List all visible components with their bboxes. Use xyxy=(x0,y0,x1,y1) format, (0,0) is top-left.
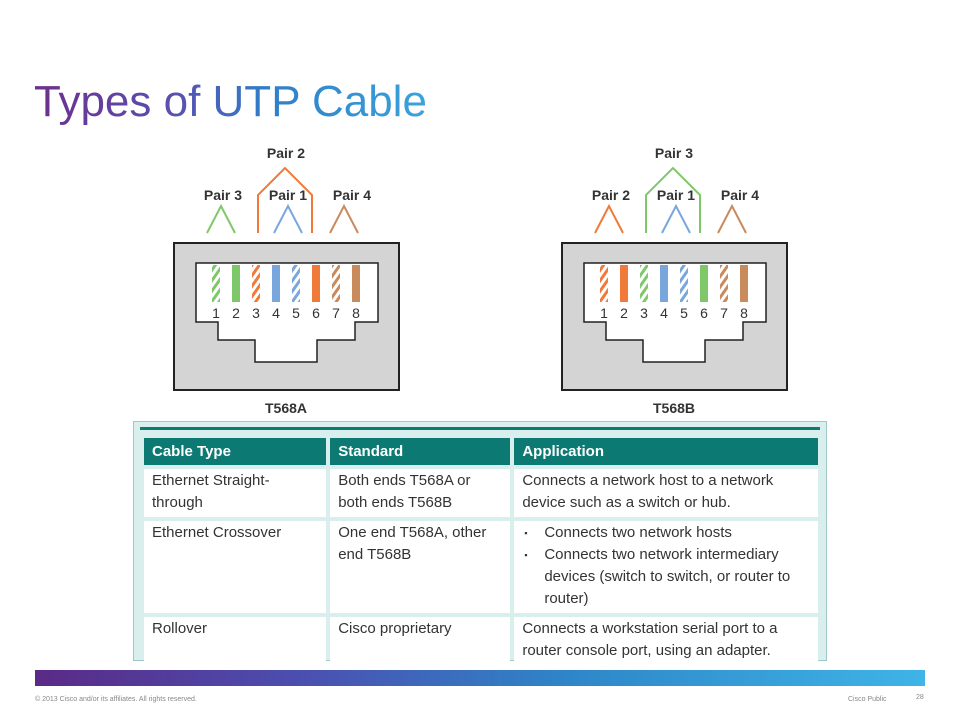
cell-standard: One end T568A, other end T568B xyxy=(330,521,511,613)
connector-t568b: Pair 3 Pair 2 Pair 1 Pair 4 1 2 3 4 5 6 … xyxy=(561,145,788,416)
bullet-item: Connects two network intermediary device… xyxy=(522,544,810,610)
pin-7: 7 xyxy=(332,305,340,321)
pair-label-top: Pair 2 xyxy=(267,145,305,161)
connector-t568a: Pair 2 Pair 3 Pair 1 Pair 4 1 2 3 4 5 6 … xyxy=(173,145,400,416)
pair-3-line xyxy=(206,203,236,234)
wire-stripe-3 xyxy=(640,265,648,302)
table-row: Ethernet Straight-through Both ends T568… xyxy=(144,469,818,517)
pin-4: 4 xyxy=(272,305,280,321)
cell-application: Connects a network host to a network dev… xyxy=(514,469,818,517)
wire-stripe-1 xyxy=(212,265,220,302)
pin-5: 5 xyxy=(292,305,300,321)
wire-stripe-1 xyxy=(600,265,608,302)
cable-table: Cable Type Standard Application Ethernet… xyxy=(140,434,822,669)
page-number: 28 xyxy=(916,694,924,701)
application-bullets: Connects two network hosts Connects two … xyxy=(522,522,810,610)
pin-4: 4 xyxy=(660,305,668,321)
pin-3: 3 xyxy=(252,305,260,321)
cell-cable-type: Ethernet Straight-through xyxy=(144,469,327,517)
wire-stripe-5 xyxy=(292,265,300,302)
rj45-pinout-diagram: Pair 2 Pair 3 Pair 1 Pair 4 1 2 3 4 5 6 … xyxy=(173,145,788,416)
wire-pin-6 xyxy=(700,265,708,302)
page-title: Types of UTP Cable xyxy=(34,72,427,132)
header-application: Application xyxy=(514,438,818,465)
pin-numbers: 1 2 3 4 5 6 7 8 xyxy=(212,305,360,321)
pair-2-line xyxy=(594,203,624,234)
table-row: Ethernet Crossover One end T568A, other … xyxy=(144,521,818,613)
wire-pin-8 xyxy=(740,265,748,302)
pin-6: 6 xyxy=(312,305,320,321)
header-cable-type: Cable Type xyxy=(144,438,327,465)
pair-4-line xyxy=(329,203,359,234)
pair-label-right: Pair 4 xyxy=(721,187,759,203)
pin-3: 3 xyxy=(640,305,648,321)
pin-2: 2 xyxy=(620,305,628,321)
pair-label-center: Pair 1 xyxy=(269,187,307,203)
pair-4-line xyxy=(717,203,747,234)
cell-standard: Both ends T568A or both ends T568B xyxy=(330,469,511,517)
wire-pin-2 xyxy=(620,265,628,302)
pin-5: 5 xyxy=(680,305,688,321)
wire-pin-6 xyxy=(312,265,320,302)
table-row: Rollover Cisco proprietary Connects a wo… xyxy=(144,617,818,665)
standard-label: T568A xyxy=(265,400,307,416)
wire-pin-8 xyxy=(352,265,360,302)
pair-2-line xyxy=(257,166,313,233)
wire-pin-4 xyxy=(272,265,280,302)
footer-gradient-bar xyxy=(35,670,925,686)
cell-application: Connects a workstation serial port to a … xyxy=(514,617,818,665)
wire-pin-4 xyxy=(660,265,668,302)
wire-stripe-5 xyxy=(680,265,688,302)
pin-1: 1 xyxy=(600,305,608,321)
classification-text: Cisco Public xyxy=(848,696,887,703)
wire-pin-2 xyxy=(232,265,240,302)
pin-numbers: 1 2 3 4 5 6 7 8 xyxy=(600,305,748,321)
pair-1-line xyxy=(273,203,303,234)
pair-3-line xyxy=(645,166,701,233)
pair-1-line xyxy=(661,203,691,234)
header-standard: Standard xyxy=(330,438,511,465)
pin-7: 7 xyxy=(720,305,728,321)
bullet-item: Connects two network hosts xyxy=(522,522,810,544)
pin-2: 2 xyxy=(232,305,240,321)
standard-label: T568B xyxy=(653,400,695,416)
cell-cable-type: Rollover xyxy=(144,617,327,665)
pair-label-right: Pair 4 xyxy=(333,187,371,203)
pair-label-left: Pair 3 xyxy=(204,187,242,203)
copyright-text: © 2013 Cisco and/or its affiliates. All … xyxy=(35,696,197,703)
wire-stripe-7 xyxy=(720,265,728,302)
wire-group xyxy=(600,265,748,302)
pin-8: 8 xyxy=(352,305,360,321)
pin-6: 6 xyxy=(700,305,708,321)
pair-label-left: Pair 2 xyxy=(592,187,630,203)
wire-stripe-3 xyxy=(252,265,260,302)
pin-8: 8 xyxy=(740,305,748,321)
cell-standard: Cisco proprietary xyxy=(330,617,511,665)
cell-cable-type: Ethernet Crossover xyxy=(144,521,327,613)
wire-group xyxy=(212,265,360,302)
wire-stripe-7 xyxy=(332,265,340,302)
cable-types-table: Cable Type Standard Application Ethernet… xyxy=(133,421,827,665)
pin-1: 1 xyxy=(212,305,220,321)
table-header-row: Cable Type Standard Application xyxy=(144,438,818,465)
table-top-rule xyxy=(140,427,820,430)
cell-application: Connects two network hosts Connects two … xyxy=(514,521,818,613)
pair-label-center: Pair 1 xyxy=(657,187,695,203)
pair-label-top: Pair 3 xyxy=(655,145,693,161)
